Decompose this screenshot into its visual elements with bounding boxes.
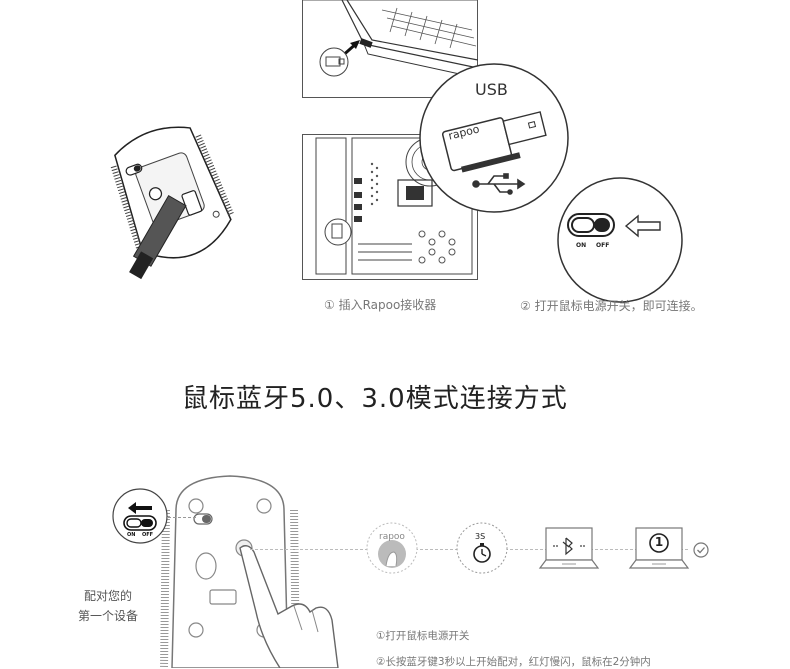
timer-label: 3S	[475, 532, 486, 541]
pair-note-line1: 配对您的	[83, 589, 132, 603]
power-switch-zoom: ON OFF	[556, 176, 684, 304]
zoom-leader-line	[168, 517, 196, 519]
laptop-illustration	[302, 0, 478, 98]
flow-laptop-device-one: 1	[628, 524, 690, 576]
mouse-underside-illustration	[108, 118, 238, 288]
flow-laptop-bluetooth	[538, 524, 600, 576]
switch-off-label: OFF	[596, 242, 610, 249]
section-title: 鼠标蓝牙5.0、3.0模式连接方式	[182, 384, 568, 414]
switch-zoom-bubble: ON OFF	[112, 488, 168, 544]
hand-pressing-illustration	[232, 540, 342, 668]
switch-off-label-2: OFF	[142, 532, 154, 538]
step-1-text: ①打开鼠标电源开关	[376, 630, 470, 642]
pair-first-device-note: 配对您的 第一个设备	[68, 586, 148, 626]
flow-timer-circle: 3S	[456, 522, 508, 574]
flow-button-circle: rapoo	[366, 522, 418, 574]
switch-on-label: ON	[576, 242, 587, 249]
usb-dongle-zoom: USB rapoo	[418, 62, 570, 214]
switch-on-label-2: ON	[127, 532, 136, 538]
bluetooth-icon	[562, 537, 573, 556]
step-2-text: ②长按蓝牙键3秒以上开始配对，红灯慢闪，鼠标在2分钟内	[376, 656, 651, 668]
usb-label: USB	[475, 80, 508, 99]
device-number: 1	[654, 535, 664, 549]
pair-note-line2: 第一个设备	[77, 609, 138, 623]
flow-brand-logo: rapoo	[379, 532, 405, 542]
caption-insert-receiver: ① 插入Rapoo接收器	[324, 298, 437, 312]
caption-power-on: ② 打开鼠标电源开关，即可连接。	[520, 299, 703, 313]
check-circle-icon	[693, 542, 709, 558]
